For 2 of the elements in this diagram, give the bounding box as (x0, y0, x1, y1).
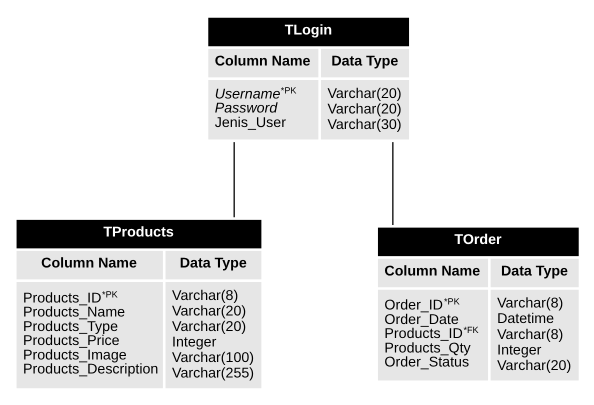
connector (234, 142, 235, 217)
connector (392, 142, 394, 225)
